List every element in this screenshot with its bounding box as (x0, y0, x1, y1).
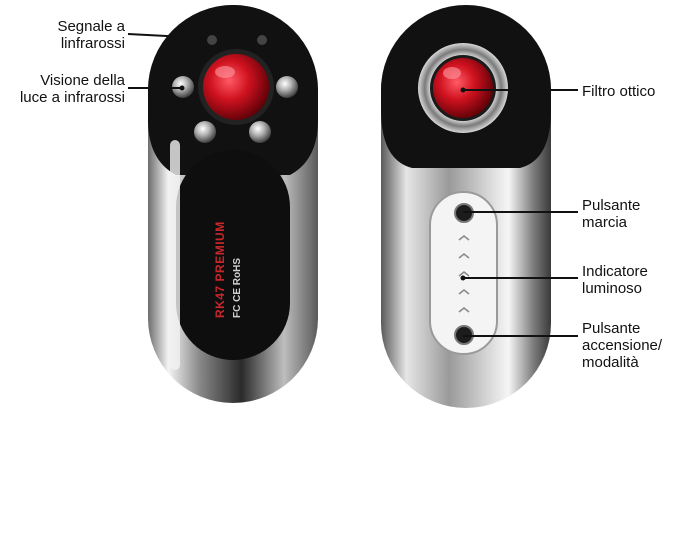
ir-lens-left (203, 54, 269, 120)
label-light-indicator: Indicatore luminoso (582, 263, 648, 297)
cert-marks: FC CE RoHS (232, 258, 243, 318)
right-device (381, 5, 551, 408)
label-power-mode-button: Pulsante accensione/ modalità (582, 320, 663, 371)
label-optical-filter: Filtro ottico (582, 83, 656, 100)
label-infrared-signal: Segnale a linfrarossi (57, 18, 125, 52)
brand-logo: RK47 PREMIUM (213, 221, 227, 318)
left-device (148, 5, 318, 403)
label-gear-button: Pulsante marcia (582, 197, 641, 231)
leader-lines (127, 33, 578, 337)
label-infrared-vision: Visione della luce a infrarossi (19, 72, 125, 106)
